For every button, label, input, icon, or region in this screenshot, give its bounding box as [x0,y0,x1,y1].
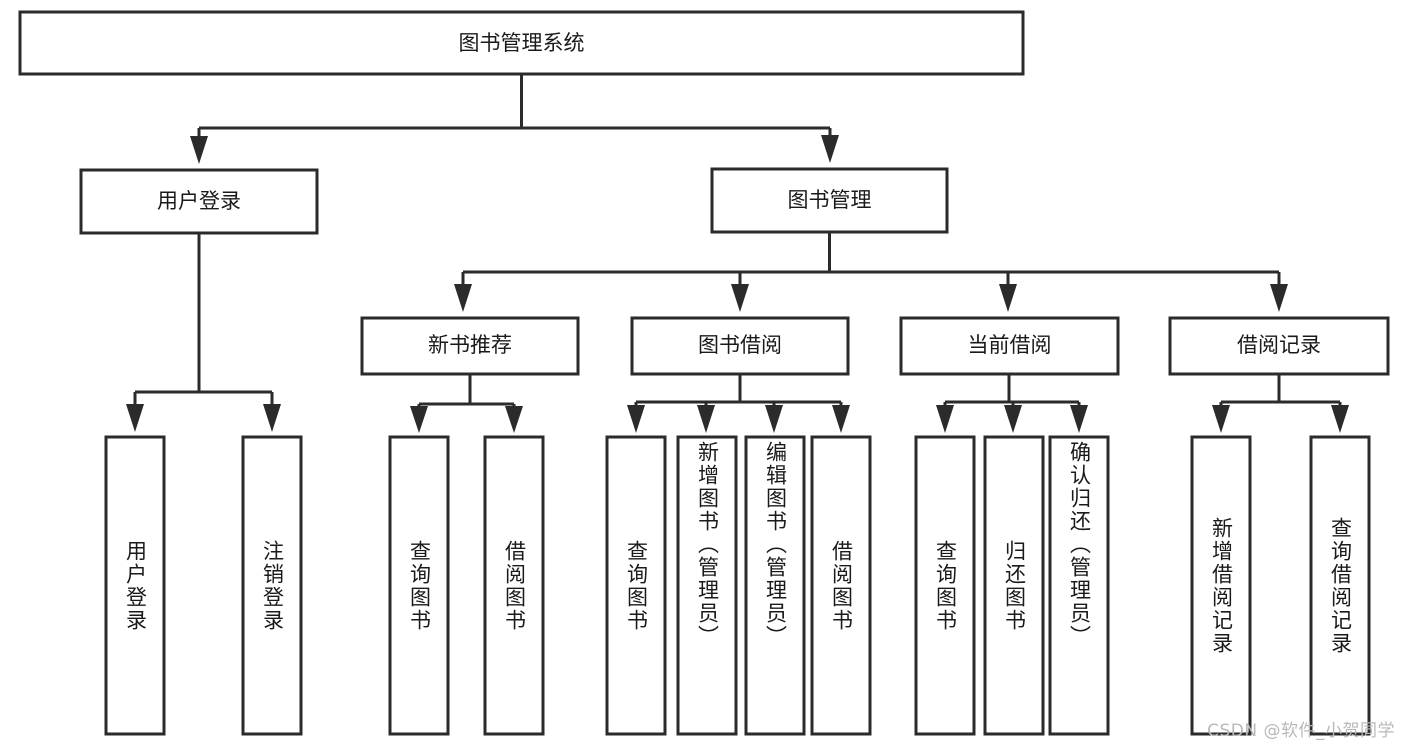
arrow-head-leaf-query-borrow-record [1331,405,1349,433]
node-borrow-record[interactable]: 借阅记录 [1168,316,1390,376]
node-book-borrow-box[interactable] [630,316,850,376]
node-current-borrow-box[interactable] [899,316,1120,376]
arrow-head-leaf-borrow-book-rec [505,406,523,433]
node-new-book-recommend-box[interactable] [360,316,580,376]
node-leaf-add-book-admin-box[interactable] [676,435,738,736]
connector-group-current-borrow [936,374,1088,433]
node-borrow-record-label: 借阅记录 [1237,333,1321,357]
arrow-head-leaf-user-login [126,404,144,432]
node-user-login[interactable]: 用户登录 [79,168,319,235]
connector-group-borrow-record [1212,374,1349,433]
node-new-book-recommend-label: 新书推荐 [428,333,512,357]
connector-group-user-login [126,233,281,432]
node-book-manage-box[interactable] [710,167,949,234]
node-leaf-query-borrow-record-box[interactable] [1309,435,1371,736]
arrow-head-leaf-return-book [1004,405,1022,433]
node-book-manage[interactable]: 图书管理 [710,167,949,234]
node-leaf-query-book-rec-box[interactable] [388,435,450,736]
connector-group-book-manage [454,232,1288,312]
node-leaf-edit-book-admin-box[interactable] [744,435,806,736]
arrow-head-leaf-add-book-admin [697,405,715,433]
node-current-borrow[interactable]: 当前借阅 [899,316,1120,376]
node-root-label: 图书管理系统 [459,31,585,55]
node-leaf-query-book-current-box[interactable] [914,435,976,736]
connector-group-book-borrow [627,374,850,433]
node-leaf-return-book-box[interactable] [983,435,1045,736]
arrow-head-leaf-query-book-borrow [627,405,645,433]
node-leaf-borrow-book-rec-box[interactable] [483,435,545,736]
arrow-head-leaf-logout [263,404,281,432]
arrow-head-new-book-recommend [454,284,472,312]
node-leaf-user-login-box[interactable] [104,435,166,736]
arrow-head-leaf-add-borrow-record [1212,405,1230,433]
node-user-login-box[interactable] [79,168,319,235]
node-leaf-add-borrow-record-box[interactable] [1190,435,1252,736]
arrow-head-leaf-query-book-current [936,405,954,433]
arrow-head-book-manage [821,135,839,163]
node-book-manage-label: 图书管理 [788,188,872,212]
arrow-head-current-borrow [999,284,1017,312]
node-leaf-confirm-return-admin-box[interactable] [1048,435,1110,736]
arrow-head-borrow-record [1270,284,1288,312]
arrow-head-leaf-borrow-book [832,405,850,433]
connector-group-root [190,74,839,164]
node-leaf-query-book-borrow-box[interactable] [605,435,667,736]
connector-group-new-book-recommend [410,374,523,433]
node-current-borrow-label: 当前借阅 [968,333,1052,357]
node-leaf-logout-box[interactable] [241,435,303,736]
node-borrow-record-box[interactable] [1168,316,1390,376]
node-new-book-recommend[interactable]: 新书推荐 [360,316,580,376]
node-root[interactable]: 图书管理系统 [18,10,1025,76]
arrow-head-leaf-confirm-return-admin [1070,405,1088,433]
node-root-box[interactable] [18,10,1025,76]
arrow-head-book-borrow [731,284,749,312]
node-book-borrow[interactable]: 图书借阅 [630,316,850,376]
arrow-head-leaf-query-book-rec [410,406,428,433]
arrow-head-user-login [190,136,208,164]
node-leaf-borrow-book-box[interactable] [810,435,872,736]
arrow-head-leaf-edit-book-admin [765,405,783,433]
csdn-watermark: CSDN @软件_小贺同学 [1207,721,1395,741]
leaf-boxes [104,435,1371,736]
node-book-borrow-label: 图书借阅 [698,333,782,357]
node-user-login-label: 用户登录 [157,189,241,213]
